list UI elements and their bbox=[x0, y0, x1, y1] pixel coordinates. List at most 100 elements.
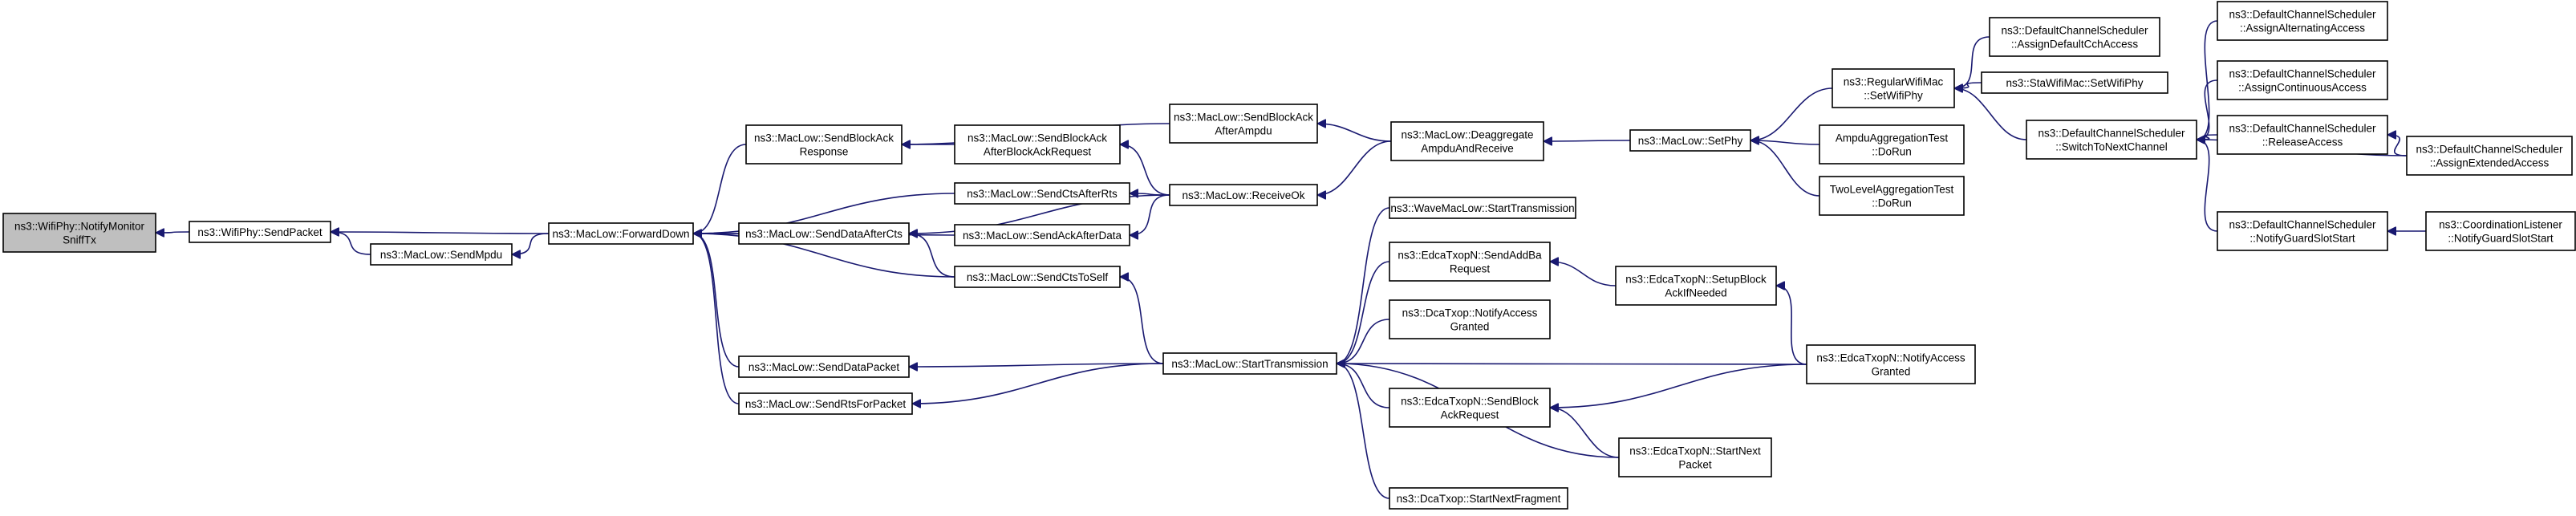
node-box bbox=[1981, 71, 2168, 94]
node-label: ns3::RegularWifiMac bbox=[1844, 76, 1944, 88]
node-label: ns3::MacLow::ReceiveOk bbox=[1182, 189, 1304, 201]
edge-group bbox=[1317, 124, 1392, 142]
graph-node[interactable]: ns3::DefaultChannelScheduler::AssignAlte… bbox=[2217, 1, 2388, 41]
graph-node[interactable]: ns3::MacLow::SendAckAfterData bbox=[954, 224, 1130, 246]
node-label: ::SwitchToNextChannel bbox=[2055, 141, 2168, 153]
node-label: SniffTx bbox=[63, 234, 96, 246]
node-box bbox=[1162, 352, 1337, 375]
graph-node[interactable]: ns3::RegularWifiMac::SetWifiPhy bbox=[1832, 68, 1955, 108]
graph-node[interactable]: ns3::MacLow::ForwardDown bbox=[548, 222, 694, 245]
graph-edge bbox=[1750, 140, 1820, 197]
node-label: ns3::EdcaTxopN::SendAddBa bbox=[1398, 250, 1542, 262]
node-box bbox=[1819, 176, 1965, 216]
graph-node[interactable]: TwoLevelAggregationTest::DoRun bbox=[1819, 176, 1965, 216]
graph-node[interactable]: ns3::MacLow::SendBlockAckAfterBlockAckRe… bbox=[954, 124, 1121, 165]
node-label: ::DoRun bbox=[1872, 197, 1912, 209]
edge-group bbox=[1750, 87, 1833, 140]
node-label: ns3::EdcaTxopN::SendBlock bbox=[1401, 396, 1539, 408]
node-label: ns3::DefaultChannelScheduler bbox=[2038, 128, 2185, 140]
node-label: ns3::DefaultChannelScheduler bbox=[2229, 68, 2376, 80]
graph-node[interactable]: ns3::MacLow::SendMpdu bbox=[370, 243, 513, 266]
graph-node[interactable]: ns3::MacLow::SendDataPacket bbox=[738, 356, 910, 378]
node-box bbox=[1618, 437, 1772, 477]
node-label: Granted bbox=[1450, 321, 1490, 333]
graph-node[interactable]: ns3::MacLow::SendCtsToSelf bbox=[954, 266, 1121, 288]
graph-edge bbox=[2196, 20, 2218, 140]
graph-node[interactable]: ns3::MacLow::SendDataAfterCts bbox=[738, 222, 910, 245]
node-label: ::NotifyGuardSlotStart bbox=[2249, 233, 2355, 245]
graph-edge bbox=[1317, 140, 1392, 195]
node-label: AmpduAndReceive bbox=[1421, 143, 1514, 155]
graph-edge bbox=[693, 193, 955, 234]
node-box bbox=[1389, 487, 1568, 510]
node-label: ::AssignDefaultCchAccess bbox=[2011, 39, 2139, 51]
edge-group bbox=[1317, 140, 1392, 195]
graph-node[interactable]: ns3::CoordinationListener::NotifyGuardSl… bbox=[2425, 211, 2576, 251]
node-box bbox=[1989, 17, 2160, 57]
edge-group bbox=[1550, 364, 1807, 408]
node-label: Granted bbox=[1872, 366, 1911, 378]
node-box bbox=[1832, 68, 1955, 108]
node-label: ns3::MacLow::SetPhy bbox=[1638, 135, 1743, 147]
graph-edge bbox=[1544, 140, 1631, 141]
graph-node[interactable]: ns3::DefaultChannelScheduler::AssignExte… bbox=[2406, 136, 2573, 176]
node-label: ns3::MacLow::ForwardDown bbox=[552, 228, 689, 240]
node-box bbox=[2217, 60, 2388, 100]
graph-edge bbox=[909, 234, 955, 278]
graph-node[interactable]: ns3::DefaultChannelScheduler::SwitchToNe… bbox=[2026, 120, 2197, 160]
graph-node[interactable]: ns3::WifiPhy::SendPacket bbox=[189, 221, 331, 243]
node-box bbox=[738, 392, 913, 415]
node-box bbox=[548, 222, 694, 245]
node-label: ::ReleaseAccess bbox=[2262, 136, 2343, 148]
graph-node[interactable]: ns3::DcaTxop::StartNextFragment bbox=[1389, 487, 1568, 510]
graph-node[interactable]: AmpduAggregationTest::DoRun bbox=[1819, 124, 1965, 165]
node-box bbox=[189, 221, 331, 243]
graph-node[interactable]: ns3::MacLow::SendCtsAfterRts bbox=[954, 182, 1130, 205]
node-box bbox=[745, 124, 903, 165]
graph-node[interactable]: ns3::WaveMacLow::StartTransmission bbox=[1389, 197, 1576, 219]
graph-edge bbox=[1317, 124, 1392, 142]
graph-node[interactable]: ns3::DefaultChannelScheduler::AssignDefa… bbox=[1989, 17, 2160, 57]
graph-node[interactable]: ns3::MacLow::SetPhy bbox=[1629, 129, 1751, 152]
node-label: ns3::DefaultChannelScheduler bbox=[2001, 25, 2148, 37]
node-label: AfterAmpdu bbox=[1215, 125, 1272, 137]
node-box bbox=[738, 222, 910, 245]
graph-edge bbox=[512, 233, 550, 254]
node-label: ns3::MacLow::SendDataPacket bbox=[748, 361, 900, 373]
node-label: ns3::MacLow::Deaggregate bbox=[1401, 129, 1533, 141]
node-label: ns3::DcaTxop::StartNextFragment bbox=[1397, 493, 1561, 505]
edge-group bbox=[912, 363, 1164, 404]
graph-edge bbox=[1130, 194, 1170, 235]
graph-node[interactable]: ns3::DefaultChannelScheduler::ReleaseAcc… bbox=[2217, 115, 2388, 155]
graph-node[interactable]: ns3::StaWifiMac::SetWifiPhy bbox=[1981, 71, 2168, 94]
edge-group bbox=[692, 144, 747, 234]
graph-node[interactable]: ns3::MacLow::StartTransmission bbox=[1162, 352, 1337, 375]
graph-node[interactable]: ns3::MacLow::SendRtsForPacket bbox=[738, 392, 913, 415]
graph-edge bbox=[912, 363, 1164, 404]
edge-group bbox=[1336, 261, 1390, 364]
edge-group bbox=[1544, 140, 1631, 141]
graph-edge bbox=[331, 232, 371, 255]
node-label: ns3::MacLow::SendAckAfterData bbox=[963, 230, 1122, 242]
node-label: ::SetWifiPhy bbox=[1864, 90, 1923, 102]
node-box bbox=[954, 224, 1130, 246]
node-label: ns3::MacLow::StartTransmission bbox=[1171, 358, 1328, 370]
graph-node[interactable]: ns3::MacLow::ReceiveOk bbox=[1169, 184, 1318, 206]
edge-group bbox=[331, 232, 550, 234]
graph-node[interactable]: ns3::DefaultChannelScheduler::AssignCont… bbox=[2217, 60, 2388, 100]
graph-edge bbox=[692, 234, 740, 404]
node-label: ns3::WifiPhy::SendPacket bbox=[197, 226, 323, 238]
graph-node[interactable]: ns3::DefaultChannelScheduler::NotifyGuar… bbox=[2217, 211, 2388, 251]
